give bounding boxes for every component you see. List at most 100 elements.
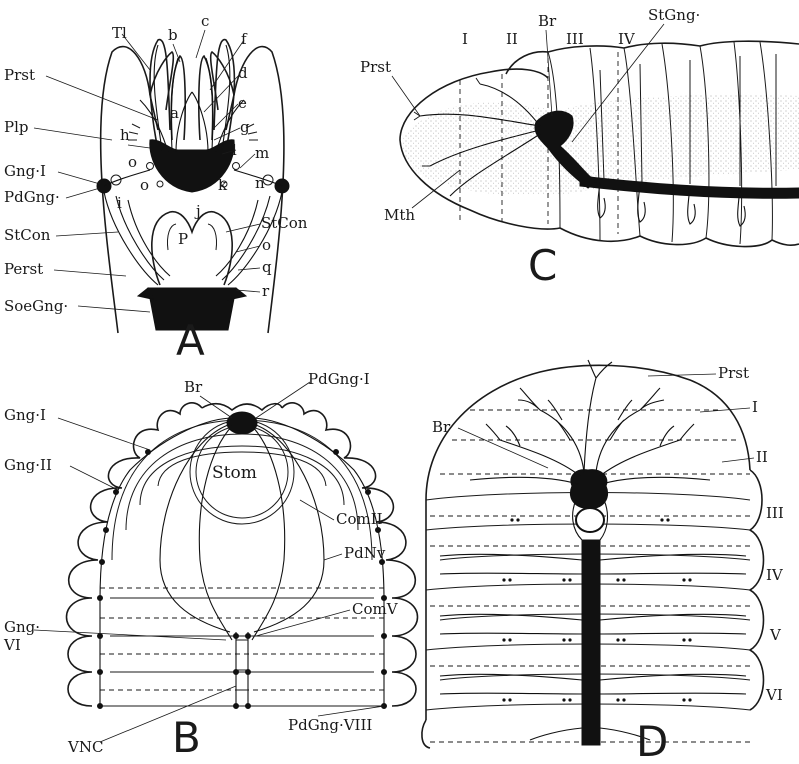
label-p: P bbox=[178, 230, 188, 248]
svg-text:e: e bbox=[238, 94, 247, 112]
label-prst: Prst bbox=[4, 66, 35, 84]
label-plp: Plp bbox=[4, 118, 29, 136]
svg-text:Prst: Prst bbox=[360, 58, 391, 76]
label-d: d bbox=[238, 64, 248, 82]
svg-text:III: III bbox=[766, 504, 784, 522]
label-gng-i-b: Gng·I bbox=[4, 406, 46, 424]
label-r: r bbox=[262, 282, 270, 300]
svg-text:IV: IV bbox=[618, 30, 636, 48]
panel-letter-a: A bbox=[176, 316, 205, 365]
svg-text:PdNv: PdNv bbox=[344, 544, 386, 562]
label-f: f bbox=[241, 30, 248, 48]
label-tl: Tl bbox=[112, 24, 127, 42]
svg-text:ComV: ComV bbox=[352, 600, 399, 618]
label-k: k bbox=[218, 176, 228, 194]
svg-text:A: A bbox=[176, 316, 205, 365]
panel-letter-c: C bbox=[528, 241, 557, 290]
label-seg-iii-c: III bbox=[566, 30, 584, 48]
svg-text:j: j bbox=[194, 202, 201, 220]
svg-text:k: k bbox=[218, 176, 228, 194]
svg-text:a: a bbox=[170, 104, 179, 122]
svg-text:f: f bbox=[241, 30, 248, 48]
svg-text:Plp: Plp bbox=[4, 118, 29, 136]
svg-text:VI: VI bbox=[3, 636, 21, 654]
label-gng-vi-b: VI bbox=[3, 636, 21, 654]
svg-text:d: d bbox=[238, 64, 248, 82]
label-i: i bbox=[117, 194, 122, 212]
svg-text:m: m bbox=[255, 144, 269, 162]
svg-text:StCon: StCon bbox=[4, 226, 51, 244]
label-seg-v-d: V bbox=[769, 626, 782, 644]
label-seg-ii-d: II bbox=[756, 448, 768, 466]
svg-text:r: r bbox=[262, 282, 270, 300]
label-seg-iv-d: IV bbox=[766, 566, 784, 584]
label-seg-iii-d: III bbox=[766, 504, 784, 522]
label-comii: ComII bbox=[336, 510, 383, 528]
label-gng-vi-a: Gng· bbox=[4, 618, 40, 636]
svg-text:g: g bbox=[240, 118, 250, 136]
panel-letter-d: D bbox=[636, 717, 668, 764]
svg-text:Gng·I: Gng·I bbox=[4, 406, 46, 424]
label-b: b bbox=[168, 26, 178, 44]
label-e: e bbox=[238, 94, 247, 112]
svg-text:II: II bbox=[506, 30, 518, 48]
label-br-d: Br bbox=[432, 418, 451, 436]
svg-text:VI: VI bbox=[765, 686, 783, 704]
svg-text:i: i bbox=[117, 194, 122, 212]
label-br-b: Br bbox=[184, 378, 203, 396]
label-seg-i-c: I bbox=[462, 30, 468, 48]
svg-text:C: C bbox=[528, 241, 557, 290]
label-q: q bbox=[262, 258, 272, 276]
panel-letter-b: B bbox=[172, 713, 201, 762]
svg-text:n: n bbox=[255, 174, 265, 192]
svg-text:I: I bbox=[462, 30, 468, 48]
label-stgng: StGng· bbox=[648, 6, 700, 24]
label-comv: ComV bbox=[352, 600, 399, 618]
label-gng-i: Gng·I bbox=[4, 162, 46, 180]
label-l: l bbox=[232, 141, 237, 159]
label-g: g bbox=[240, 118, 250, 136]
label-o3: o bbox=[262, 236, 271, 254]
label-seg-ii-c: II bbox=[506, 30, 518, 48]
label-j: j bbox=[194, 202, 201, 220]
label-seg-i-d: I bbox=[752, 398, 758, 416]
panel-c bbox=[400, 41, 799, 246]
svg-text:I: I bbox=[752, 398, 758, 416]
svg-text:Stom: Stom bbox=[212, 463, 257, 483]
svg-text:c: c bbox=[201, 12, 209, 30]
svg-text:SoeGng·: SoeGng· bbox=[4, 297, 68, 315]
label-vnc: VNC bbox=[67, 738, 103, 756]
svg-text:PdGng·I: PdGng·I bbox=[308, 370, 370, 388]
label-stcon-right: StCon bbox=[261, 214, 308, 232]
svg-text:b: b bbox=[168, 26, 178, 44]
svg-text:o: o bbox=[128, 153, 137, 171]
label-a: a bbox=[170, 104, 179, 122]
svg-text:PdGng·: PdGng· bbox=[4, 188, 60, 206]
svg-text:Tl: Tl bbox=[112, 24, 127, 42]
svg-text:StGng·: StGng· bbox=[648, 6, 700, 24]
label-pdgng-viii: PdGng·VIII bbox=[288, 716, 372, 734]
label-gng-ii: Gng·II bbox=[4, 456, 52, 474]
label-o2: o bbox=[140, 176, 149, 194]
svg-text:P: P bbox=[178, 230, 188, 248]
label-mth: Mth bbox=[384, 206, 415, 224]
label-br-c: Br bbox=[538, 12, 557, 30]
svg-text:q: q bbox=[262, 258, 272, 276]
label-prst-c: Prst bbox=[360, 58, 391, 76]
svg-text:V: V bbox=[769, 626, 782, 644]
svg-text:VNC: VNC bbox=[67, 738, 103, 756]
label-perst: Perst bbox=[4, 260, 43, 278]
label-o1: o bbox=[128, 153, 137, 171]
label-seg-iv-c: IV bbox=[618, 30, 636, 48]
label-pdgng: PdGng· bbox=[4, 188, 60, 206]
label-pdgng-i: PdGng·I bbox=[308, 370, 370, 388]
svg-text:ComII: ComII bbox=[336, 510, 383, 528]
svg-text:Gng·I: Gng·I bbox=[4, 162, 46, 180]
label-soegng: SoeGng· bbox=[4, 297, 68, 315]
label-prst-d: Prst bbox=[718, 364, 749, 382]
svg-text:IV: IV bbox=[766, 566, 784, 584]
svg-text:o: o bbox=[140, 176, 149, 194]
label-seg-vi-d: VI bbox=[765, 686, 783, 704]
svg-text:II: II bbox=[756, 448, 768, 466]
